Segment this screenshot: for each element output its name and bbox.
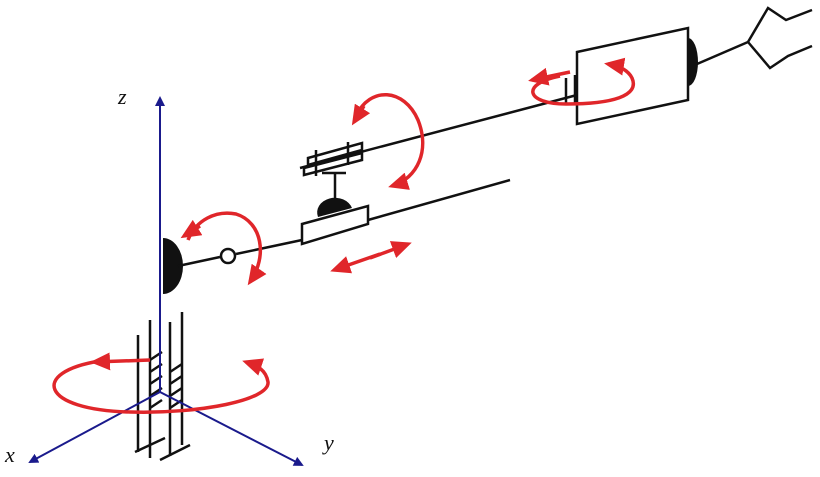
base-rotation-arrow: [52, 358, 270, 414]
y-axis-label: y: [322, 430, 334, 455]
base-rotation-arrow-start: [90, 352, 151, 371]
elbow-joint: [219, 247, 237, 265]
upper-rotation-tip: [351, 103, 371, 126]
x-axis-label: x: [4, 442, 15, 467]
z-axis-label: z: [117, 84, 127, 109]
upper-bearing: [302, 141, 364, 177]
shoulder-rotation-tip: [180, 219, 203, 239]
wrist-rotation-tip: [528, 67, 571, 86]
wrist-rotation-arrow: [531, 57, 636, 106]
shoulder-joint: [163, 238, 183, 294]
x-axis: [28, 391, 161, 463]
slide-translation-arrow-back: [330, 252, 381, 274]
coordinate-axes: [28, 96, 304, 466]
upper-rotation-arrow: [354, 92, 425, 190]
prismatic-slider: [300, 197, 370, 246]
y-axis: [159, 391, 304, 466]
gripper: [746, 6, 813, 70]
base-column: [134, 312, 191, 462]
shoulder-rotation-arrow: [186, 211, 267, 286]
motion-arrows: [52, 57, 636, 414]
